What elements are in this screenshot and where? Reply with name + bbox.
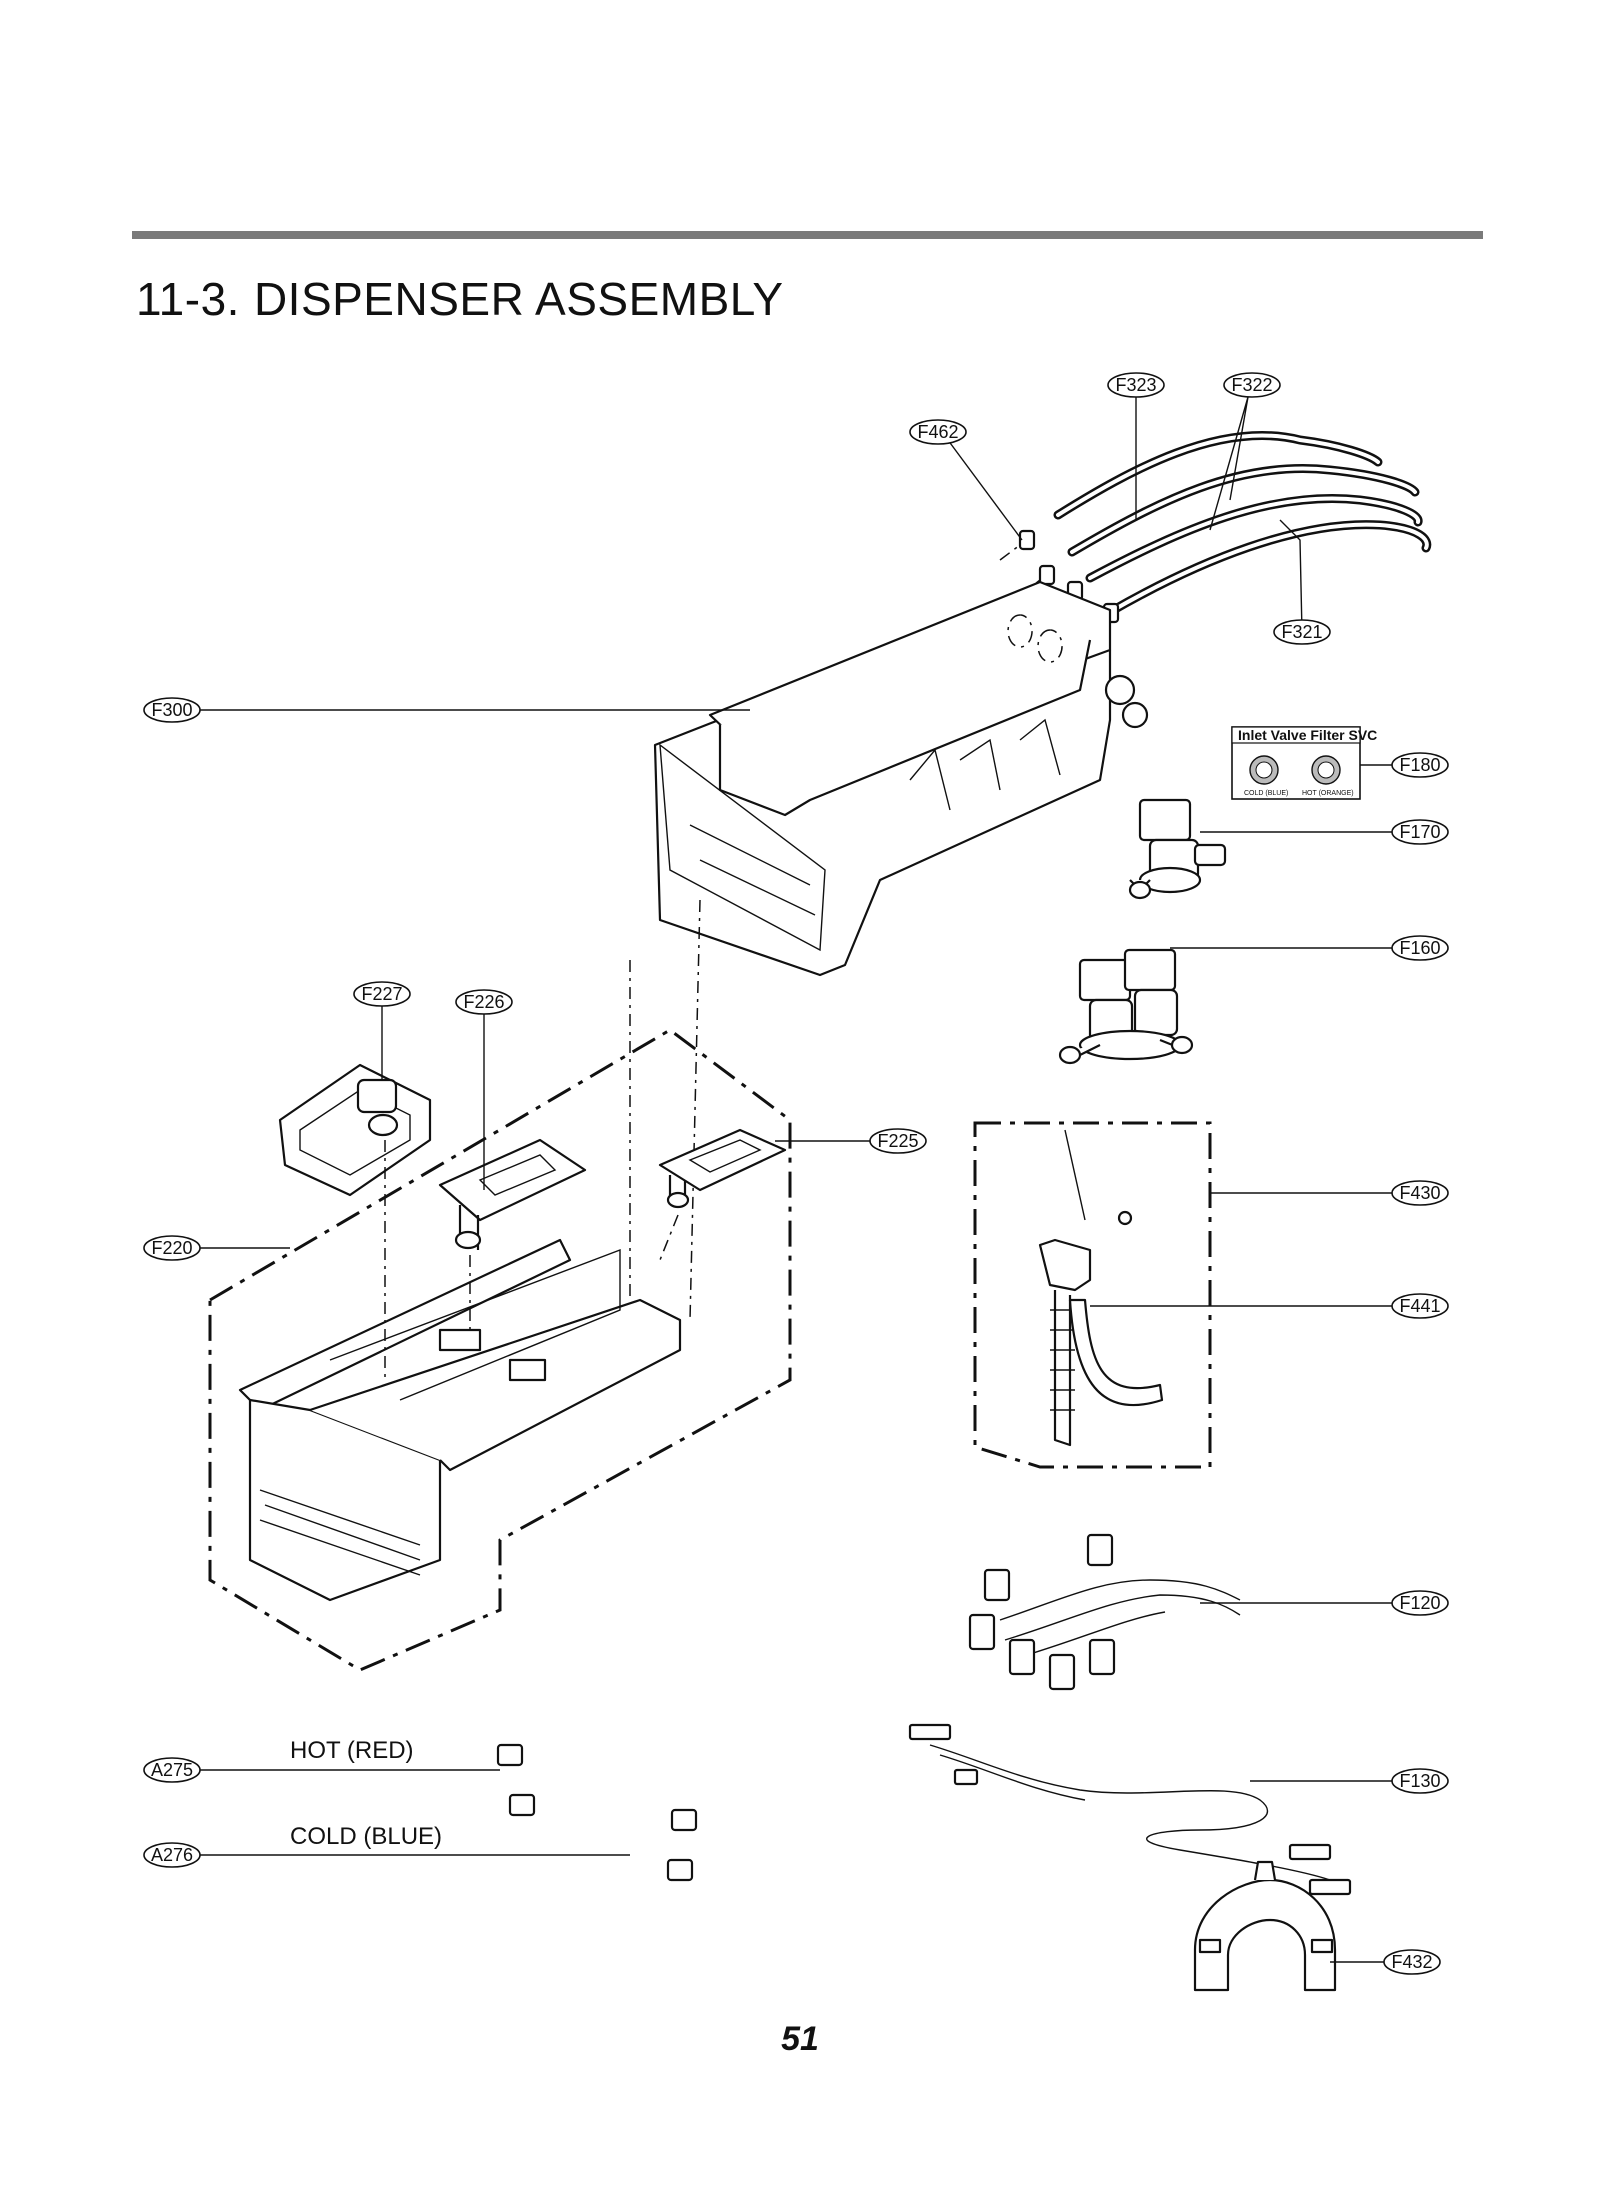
- svg-text:A275: A275: [151, 1760, 193, 1780]
- leader-lines: [200, 396, 1400, 1963]
- svg-text:F220: F220: [151, 1238, 192, 1258]
- water-inlet-hoses: [496, 1708, 772, 1882]
- inlet-valve-filter-box: Inlet Valve Filter SVC COLD (BLUE) HOT (…: [1231, 726, 1377, 800]
- callout-F130: F130: [1391, 1768, 1449, 1794]
- wire-harness-f120: [968, 1533, 1241, 1691]
- drawer-assembly-boundary: [208, 1028, 792, 1672]
- svg-text:F225: F225: [877, 1131, 918, 1151]
- svg-text:F321: F321: [1281, 622, 1322, 642]
- svg-text:F441: F441: [1399, 1296, 1440, 1316]
- drain-hose-box: [973, 1121, 1212, 1469]
- dispenser-drawer: [238, 1238, 682, 1602]
- drain-hose-bracket: [1193, 1860, 1337, 1992]
- callout-F220: F220: [143, 1235, 201, 1261]
- callout-F226: F226: [455, 989, 513, 1015]
- hot-hose-label: HOT (RED): [290, 1737, 414, 1764]
- callout-F300: F300: [143, 697, 201, 723]
- callout-A276: A276: [143, 1842, 201, 1868]
- filter-hot-label: HOT (ORANGE): [1302, 790, 1354, 797]
- callout-F180: F180: [1391, 752, 1449, 778]
- section-number: 11-3.: [136, 273, 240, 325]
- callout-F441: F441: [1391, 1293, 1449, 1319]
- svg-text:F226: F226: [463, 992, 504, 1012]
- section-rule: [132, 231, 1483, 239]
- svg-text:F160: F160: [1399, 938, 1440, 958]
- bleach-cap: [438, 1138, 587, 1330]
- dispenser-housing: [629, 580, 1149, 1321]
- single-inlet-valve: [1128, 798, 1227, 900]
- svg-text:F170: F170: [1399, 822, 1440, 842]
- svg-text:F300: F300: [151, 700, 192, 720]
- section-title: 11-3.DISPENSER ASSEMBLY: [136, 272, 784, 326]
- callout-F160: F160: [1391, 935, 1449, 961]
- detergent-cap: [658, 1128, 787, 1261]
- callout-F321: F321: [1273, 619, 1331, 645]
- svg-text:A276: A276: [151, 1845, 193, 1865]
- callout-F227: F227: [353, 981, 411, 1007]
- softener-cap: [278, 1063, 432, 1380]
- svg-text:F120: F120: [1399, 1593, 1440, 1613]
- callout-F170: F170: [1391, 819, 1449, 845]
- filter-cold-label: COLD (BLUE): [1244, 790, 1288, 797]
- callout-F225: F225: [869, 1128, 927, 1154]
- cold-hose-label: COLD (BLUE): [290, 1823, 442, 1850]
- callouts: F323 F322 F462 F321 F300 F180 F170 F160: [143, 372, 1449, 1975]
- svg-text:F323: F323: [1115, 375, 1156, 395]
- filter-box-title: Inlet Valve Filter SVC: [1238, 727, 1377, 743]
- wire-harness-f130: [908, 1723, 1352, 1896]
- callout-F462: F462: [909, 419, 967, 445]
- double-inlet-valve: [1058, 948, 1194, 1065]
- callout-F432: F432: [1383, 1949, 1441, 1975]
- callout-F322: F322: [1223, 372, 1281, 398]
- section-title-text: DISPENSER ASSEMBLY: [253, 273, 784, 325]
- svg-text:F432: F432: [1391, 1952, 1432, 1972]
- svg-text:F462: F462: [917, 422, 958, 442]
- svg-text:F180: F180: [1399, 755, 1440, 775]
- page-number: 51: [781, 2020, 819, 2058]
- svg-text:F430: F430: [1399, 1183, 1440, 1203]
- svg-text:F130: F130: [1399, 1771, 1440, 1791]
- callout-F323: F323: [1107, 372, 1165, 398]
- svg-text:F227: F227: [361, 984, 402, 1004]
- callout-A275: A275: [143, 1757, 201, 1783]
- callout-F120: F120: [1391, 1590, 1449, 1616]
- callout-F430: F430: [1391, 1180, 1449, 1206]
- svg-text:F322: F322: [1231, 375, 1272, 395]
